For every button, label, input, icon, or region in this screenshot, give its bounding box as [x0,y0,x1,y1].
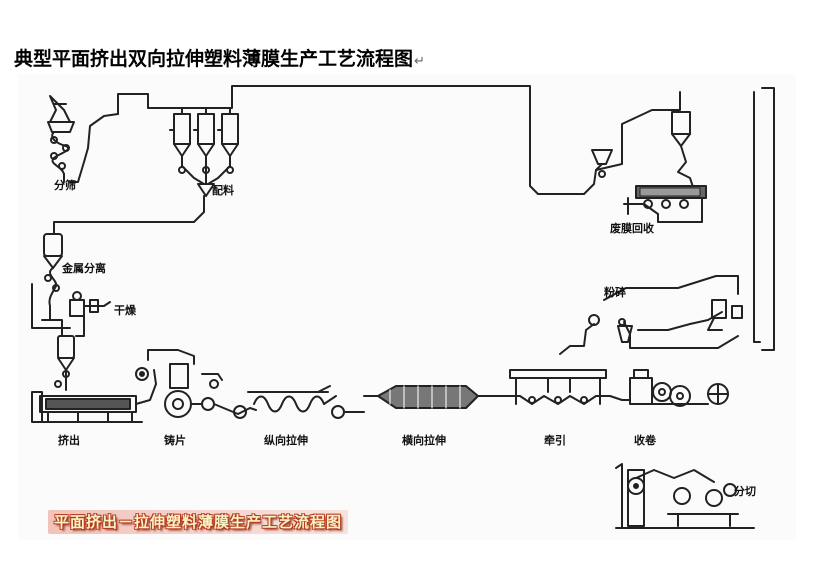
sieve-unit [47,95,75,183]
return-mark: ↵ [414,54,425,69]
winding-unit [621,369,729,407]
label-extrusion: 挤出 [58,434,80,447]
slitting-unit [615,463,755,529]
label-film-recycling: 废膜回收 [610,222,654,235]
drying-unit [31,283,111,391]
transverse-stretch-oven [363,385,507,409]
process-flow-diagram: 分筛 配料 金属分离 干燥 挤出 铸片 纵向拉伸 横向拉伸 牵引 收卷 废膜回收… [18,74,796,540]
label-metal-separation: 金属分离 [62,262,106,275]
document-title: 典型平面挤出双向拉伸塑料薄膜生产工艺流程图↵ [14,44,425,71]
label-winding: 收卷 [634,434,656,447]
pipelines [53,85,775,355]
casting-unit [147,349,257,418]
traction-unit [505,369,623,405]
label-transverse-stretch: 横向拉伸 [402,434,446,447]
diagram-drawing [31,85,775,529]
metal-separation-unit [43,233,63,321]
label-drying: 干燥 [114,304,136,317]
label-crushing: 粉碎 [604,286,626,299]
extruder [31,367,157,423]
title-text: 典型平面挤出双向拉伸塑料薄膜生产工艺流程图 [14,48,414,70]
batching-hoppers [169,107,239,197]
label-sieving: 分筛 [54,179,76,192]
label-traction: 牵引 [544,434,566,447]
crushing-unit [588,299,743,343]
label-casting: 铸片 [164,434,186,447]
label-batching: 配料 [212,184,234,197]
film-recycling-unit [591,111,707,215]
longitudinal-stretch-unit [233,385,365,419]
caption-banner: 平面挤出－拉伸塑料薄膜生产工艺流程图 [48,510,349,534]
label-slitting: 分切 [734,485,756,498]
label-longitudinal-stretch: 纵向拉伸 [264,434,308,447]
